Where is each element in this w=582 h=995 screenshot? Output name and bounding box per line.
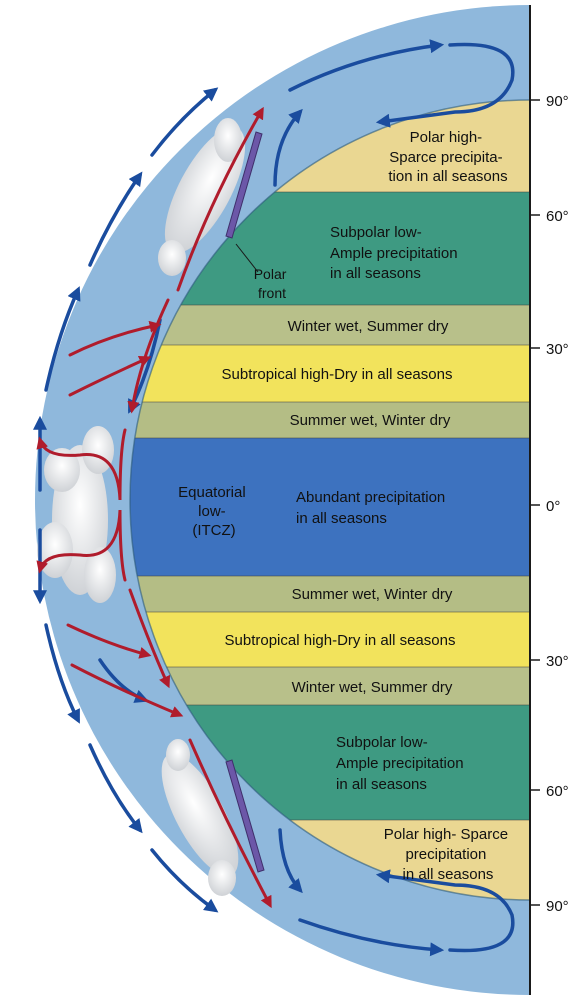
latitude-label-60s: 60° (546, 783, 569, 800)
latitude-label-60n: 60° (546, 208, 569, 225)
latitude-label-30n: 30° (546, 341, 569, 358)
zone-label-north-summer-wet: Summer wet, Winter dry (290, 412, 451, 429)
latitude-label-0: 0° (546, 498, 560, 515)
zone-equatorial (100, 438, 530, 576)
zone-label-south-subtropical: Subtropical high-Dry in all seasons (225, 632, 456, 649)
latitude-label-90n: 90° (546, 93, 569, 110)
latitude-labels: 90° 60° 30° 0° 30° 60° 90° (546, 93, 569, 915)
zone-label-south-winter-wet: Winter wet, Summer dry (292, 679, 453, 696)
latitude-label-90s: 90° (546, 898, 569, 915)
zone-label-north-winter-wet: Winter wet, Summer dry (288, 318, 449, 335)
latitude-label-30s: 30° (546, 653, 569, 670)
zone-label-north-subtropical: Subtropical high-Dry in all seasons (222, 366, 453, 383)
zone-label-south-summer-wet: Summer wet, Winter dry (292, 586, 453, 603)
